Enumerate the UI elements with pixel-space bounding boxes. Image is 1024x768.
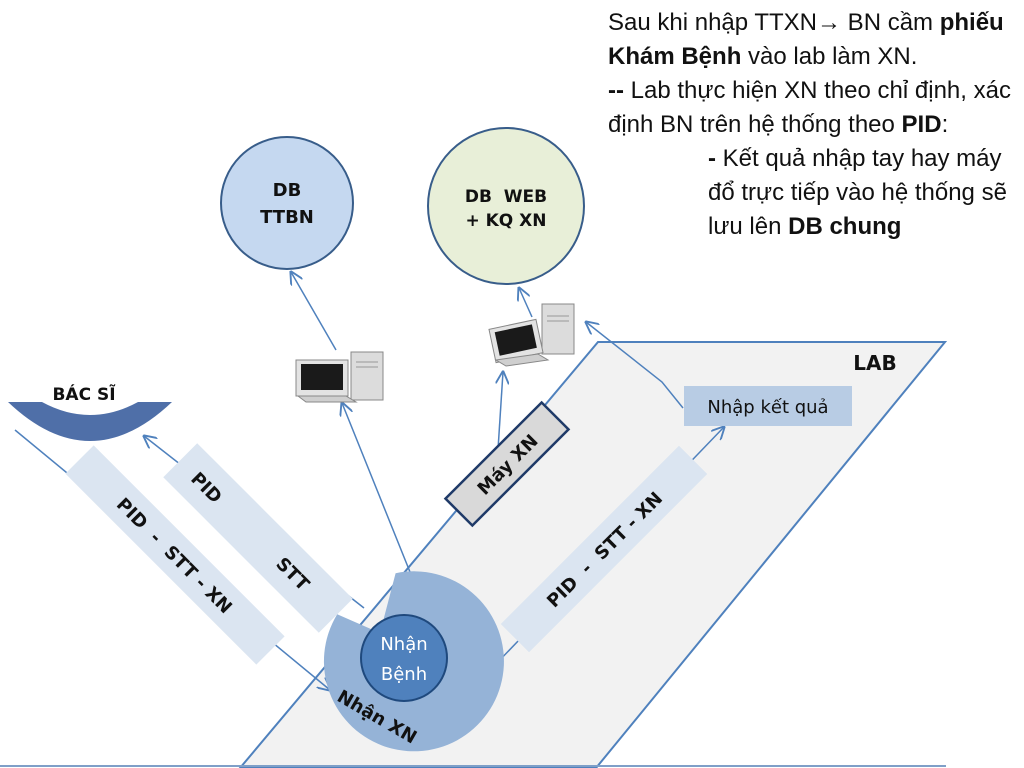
nhan-benh-line2: Bệnh [381,664,427,685]
arrow-computer-to-web [519,288,533,318]
db-web-line2: + KQ XN [465,211,546,231]
computer-icon-ttbn [295,351,384,403]
note-p1-b: BN cầm [841,9,940,36]
doctor-shape [8,402,172,441]
right-arrow-icon: → [817,9,842,36]
band-pid-stt: PID STT [163,443,353,633]
note-p2-dash: -- [608,77,624,104]
note-p3-bold: DB chung [788,213,902,240]
note-p3-dash: - [708,145,716,172]
db-ttbn-line1: DB [273,180,302,201]
explanation-note: Sau khi nhập TTXN→ BN cầm phiếu Khám Bện… [608,6,1014,244]
nhan-benh-line1: Nhận [380,634,427,655]
nhan-benh-circle [360,614,448,702]
note-p3-a: Kết quả nhập tay hay máy đổ trực tiếp và… [708,145,1007,240]
db-ttbn-circle [220,136,354,270]
note-p2-bold: PID [901,111,942,138]
note-p1-a: Sau khi nhập TTXN [608,9,818,36]
arrow-nhapketqua-to-computer [586,322,684,409]
db-ttbn-line2: TTBN [260,207,314,228]
nhap-ket-qua-label: Nhập kết quả [707,397,828,418]
note-p1-bold: phiếu Khám Bệnh [608,9,1004,70]
note-p1-c: vào lab làm XN. [741,43,918,70]
doctor-label: BÁC SĨ [52,382,116,405]
note-p2-b: : [941,111,949,138]
arrow-nhanbenh-to-computer [342,403,411,573]
note-paragraph-1: Sau khi nhập TTXN→ BN cầm phiếu Khám Bện… [608,6,1014,74]
nhap-ket-qua-box [684,386,852,426]
note-paragraph-3: - Kết quả nhập tay hay máy đổ trực tiếp … [608,142,1014,244]
lab-label: LAB [853,351,896,375]
computer-icon-web [488,303,575,367]
note-paragraph-2: -- Lab thực hiện XN theo chỉ định, xác đ… [608,74,1014,142]
db-web-circle [427,127,585,285]
arrow-computer-to-ttbn [291,272,337,351]
note-p2-a: Lab thực hiện XN theo chỉ định, xác định… [608,77,1011,138]
db-web-line1: DB WEB [465,187,547,207]
